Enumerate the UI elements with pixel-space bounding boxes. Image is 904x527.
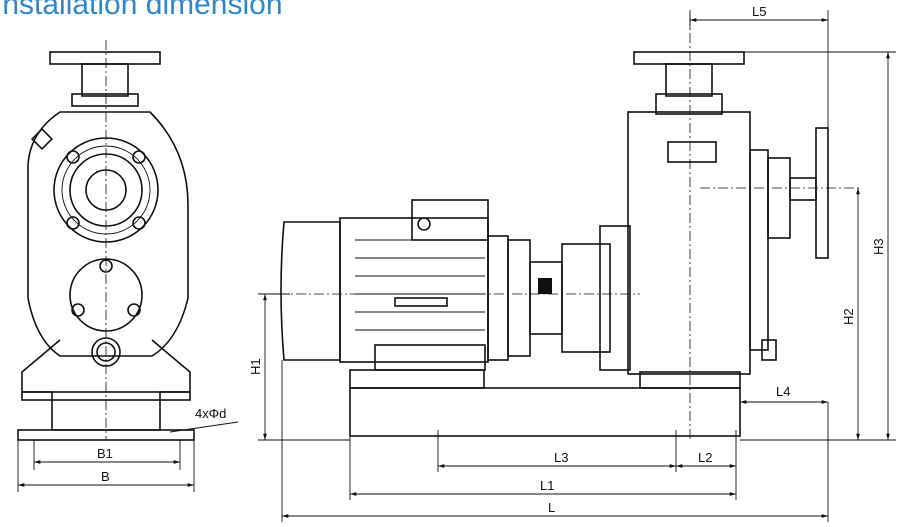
dim-H1: H1 — [248, 358, 263, 375]
flange-holes-label: 4xΦd — [195, 406, 226, 421]
dim-B1: B1 — [97, 446, 113, 461]
page-title: Installation dimension — [0, 0, 283, 21]
dim-H3: H3 — [871, 238, 886, 255]
front-view — [17, 40, 195, 441]
dim-B: B — [101, 469, 110, 484]
front-dimensions: B1 B 4xΦd — [17, 406, 239, 492]
dim-L3: L3 — [554, 450, 568, 465]
dim-L: L — [548, 500, 555, 515]
side-view — [260, 15, 860, 440]
dim-H2: H2 — [841, 308, 856, 325]
dim-L2: L2 — [698, 450, 712, 465]
dim-L4: L4 — [776, 384, 790, 399]
dim-L5: L5 — [752, 4, 766, 19]
side-dimensions: L5 H3 H2 H1 L4 L3 L2 L1 L — [248, 4, 896, 522]
dim-L1: L1 — [540, 478, 554, 493]
